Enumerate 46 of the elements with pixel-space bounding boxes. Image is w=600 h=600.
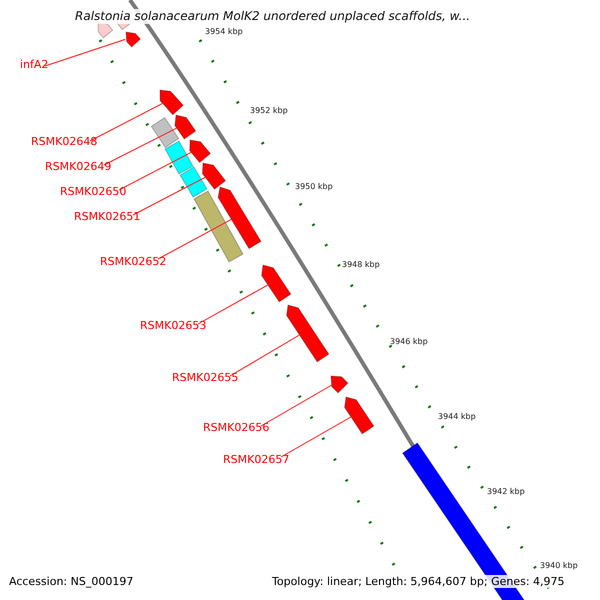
leader-line xyxy=(280,416,352,458)
leader-line xyxy=(198,284,270,324)
leader-line xyxy=(230,334,301,376)
gene-feature xyxy=(193,190,244,263)
leader-line xyxy=(104,127,178,166)
map-title: Ralstonia solanacearum MolK2 unordered unplaced scaffolds, w... xyxy=(75,9,470,24)
gene-label: RSMK02652 xyxy=(100,255,166,268)
gene-feature xyxy=(202,162,226,190)
gene-label: RSMK02650 xyxy=(60,185,126,198)
scale-label: 3948 kbp xyxy=(342,260,380,270)
gene-feature xyxy=(261,264,292,303)
scale-label: 3950 kbp xyxy=(295,182,333,192)
gene-feature xyxy=(160,89,184,116)
gene-feature xyxy=(97,21,114,38)
gene-label: RSMK02656 xyxy=(203,421,270,434)
gene-label: RSMK02649 xyxy=(45,160,112,173)
leader-line xyxy=(44,38,126,66)
gene-feature xyxy=(164,140,194,175)
gene-label: infA2 xyxy=(20,58,48,71)
gene-label: RSMK02648 xyxy=(31,135,98,148)
gene-label: RSMK02651 xyxy=(74,210,140,223)
leader-line xyxy=(118,151,193,190)
gene-label: RSMK02657 xyxy=(223,453,290,466)
gene-feature xyxy=(218,186,262,250)
map-info: Topology: linear; Length: 5,964,607 bp; Genes: 4,975 xyxy=(272,575,565,588)
scale-label: 3946 kbp xyxy=(390,337,428,347)
gene-feature xyxy=(125,31,142,48)
scale-label: 3942 kbp xyxy=(487,487,525,497)
gene-feature xyxy=(344,396,374,435)
scale-label: 3940 kbp xyxy=(540,561,578,571)
leader-line xyxy=(260,384,332,426)
gene-feature xyxy=(286,304,330,363)
scale-label: 3954 kbp xyxy=(205,27,243,37)
scale-label: 3944 kbp xyxy=(438,412,476,422)
leader-line xyxy=(132,176,207,216)
leader-line xyxy=(158,218,233,260)
gene-feature xyxy=(150,116,180,148)
gene-label: RSMK02653 xyxy=(140,319,206,332)
map-info: Accession: NS_000197 xyxy=(9,575,134,588)
gene-feature xyxy=(174,114,196,140)
gene-feature xyxy=(179,166,208,198)
gene-label: RSMK02655 xyxy=(172,371,238,384)
leader-line xyxy=(90,102,164,142)
scale-label: 3952 kbp xyxy=(250,106,288,116)
gene-feature xyxy=(189,139,212,164)
gene-feature xyxy=(330,375,349,394)
